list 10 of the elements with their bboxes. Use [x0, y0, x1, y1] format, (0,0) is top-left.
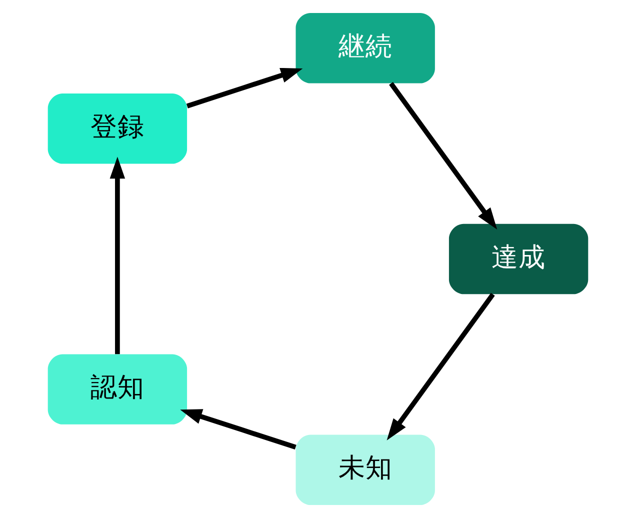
arrow — [186, 68, 302, 108]
arrow — [109, 156, 125, 354]
node-box: 認知 — [47, 354, 187, 424]
arrow — [180, 409, 296, 450]
node-box: 登録 — [47, 94, 187, 164]
node-box: 達成 — [448, 224, 588, 294]
node-box: 未知 — [295, 434, 434, 505]
node-box: 継続 — [295, 13, 434, 84]
arrow — [388, 82, 497, 230]
arrow — [386, 292, 494, 440]
